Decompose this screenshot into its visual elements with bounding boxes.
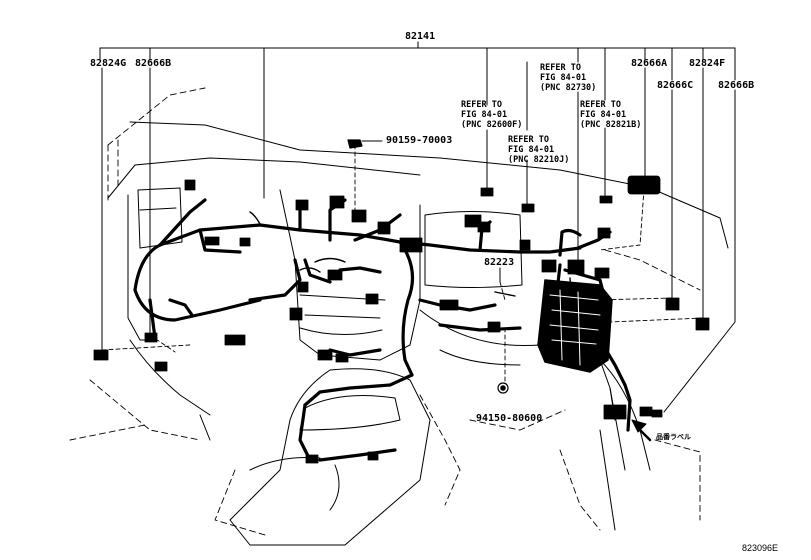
part-label-94150-80600: 94150-80600 [476,413,543,424]
part-label-82666B-left: 82666B [135,58,172,69]
refer-line: FIG 84-01 [508,145,555,155]
refer-line: (PNC 82730) [540,83,597,93]
refer-line: REFER TO [508,135,549,145]
refer-line: REFER TO [580,100,621,110]
leader-lines [99,41,736,413]
part-label-82223: 82223 [484,257,515,268]
refer-line: (PNC 82821B) [580,120,642,130]
refer-line: FIG 84-01 [580,110,627,120]
label-arrow [631,419,652,442]
part-label-90159-70003: 90159-70003 [386,135,453,146]
refer-line: REFER TO [540,63,581,73]
junction-block [537,279,613,373]
refer-line: (PNC 82210J) [508,155,570,165]
body-dashed-outline [69,87,701,536]
refer-note-82210J: REFER TO FIG 84-01 (PNC 82210J) [508,135,569,165]
part-number-label-annotation: 品番ラベル [656,433,691,441]
main-part-number: 82141 [405,31,436,42]
refer-note-82730: REFER TO FIG 84-01 (PNC 82730) [540,63,596,93]
part-label-82824G: 82824G [90,58,127,69]
refer-note-82600F: REFER TO FIG 84-01 (PNC 82600F) [461,100,522,130]
refer-line: FIG 84-01 [461,110,508,120]
dashed-leaders [101,144,704,389]
refer-line: FIG 84-01 [540,73,587,83]
part-label-82666B-right: 82666B [718,80,755,91]
small-parts [347,139,509,394]
refer-note-82821B: REFER TO FIG 84-01 (PNC 82821B) [580,100,641,130]
part-label-82666C: 82666C [657,80,694,91]
part-label-82824F: 82824F [689,58,726,69]
figure-number: 823096E [742,543,779,553]
part-label-82666A: 82666A [631,58,668,69]
dashboard-outline [107,121,729,546]
connectors [93,175,710,464]
refer-line: REFER TO [461,100,502,110]
refer-line: (PNC 82600F) [461,120,523,130]
